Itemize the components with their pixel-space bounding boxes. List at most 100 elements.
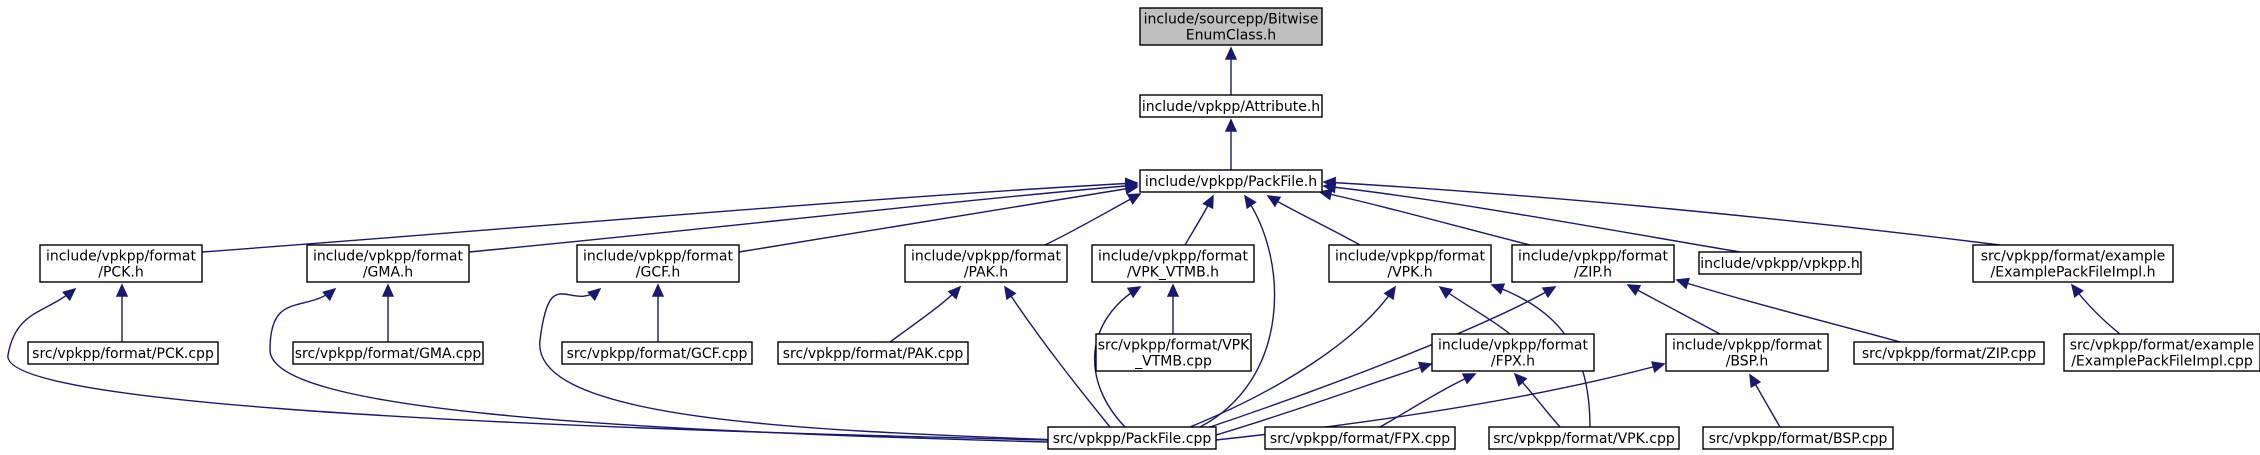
arrowhead xyxy=(381,283,395,297)
node-box xyxy=(2063,333,2260,372)
node-label-line: include/vpkpp/format xyxy=(911,249,1061,265)
arrowhead xyxy=(1418,361,1433,374)
arrowhead xyxy=(1626,284,1642,296)
node-pck-cpp[interactable]: src/vpkpp/format/PCK.cpp xyxy=(27,341,219,365)
node-zip-h[interactable]: include/vpkpp/format/ZIP.h xyxy=(1511,244,1675,283)
arrowhead xyxy=(1541,286,1557,299)
edge-example_h-to-packfile_h xyxy=(1322,176,2001,246)
node-example-cpp[interactable]: src/vpkpp/format/example/ExamplePackFile… xyxy=(2063,333,2260,372)
node-label-line: src/vpkpp/format/BSP.cpp xyxy=(1709,431,1888,447)
node-box xyxy=(1431,333,1595,372)
node-box xyxy=(1139,169,1323,193)
node-label-line: _VTMB.cpp xyxy=(1134,354,1212,370)
edge-packfile_cpp-to-vpkvtmb_h xyxy=(1093,286,1142,428)
node-box xyxy=(904,244,1068,283)
node-example-h[interactable]: src/vpkpp/format/example/ExamplePackFile… xyxy=(1972,244,2174,283)
node-box xyxy=(1095,333,1252,372)
node-vpkvtmb-cpp[interactable]: src/vpkpp/format/VPK_VTMB.cpp xyxy=(1095,333,1252,372)
edge-packfile_cpp-to-packfile_h xyxy=(1199,194,1276,428)
edge-gcf_h-to-packfile_h xyxy=(738,182,1139,253)
arrowhead xyxy=(587,287,602,302)
arrowhead xyxy=(1166,283,1180,297)
edge-vpkvtmb_h-to-packfile_h xyxy=(1184,194,1214,246)
edge-packfile_h-to-attribute xyxy=(1224,118,1238,170)
node-pck-h[interactable]: include/vpkpp/format/PCK.h xyxy=(39,244,203,283)
node-vpkvtmb-h[interactable]: include/vpkpp/format/VPK_VTMB.h xyxy=(1091,244,1255,283)
node-label-line: include/vpkpp/format xyxy=(583,249,733,265)
edge-packfile_cpp-to-gcf_h xyxy=(539,287,1061,441)
node-label-line: include/vpkpp/format xyxy=(1098,249,1248,265)
node-box xyxy=(1853,341,2045,365)
node-fpx-h[interactable]: include/vpkpp/format/FPX.h xyxy=(1431,333,1595,372)
arrowhead xyxy=(1224,46,1238,60)
node-box xyxy=(1264,426,1456,450)
edge-example_cpp-to-example_h xyxy=(2070,283,2121,335)
node-box xyxy=(1328,244,1492,283)
node-gcf-h[interactable]: include/vpkpp/format/GCF.h xyxy=(576,244,740,283)
node-packfile-cpp[interactable]: src/vpkpp/PackFile.cpp xyxy=(1047,426,1217,450)
arrowhead xyxy=(1224,118,1238,132)
node-label-line: src/vpkpp/format/VPK xyxy=(1098,338,1250,354)
node-box xyxy=(1665,333,1829,372)
node-packfile-h[interactable]: include/vpkpp/PackFile.h xyxy=(1139,169,1323,193)
node-label-line: /FPX.h xyxy=(1491,354,1535,370)
node-label-line: /GCF.h xyxy=(636,265,680,281)
arrowhead xyxy=(1322,176,1337,189)
node-gma-h[interactable]: include/vpkpp/format/GMA.h xyxy=(306,244,470,283)
node-pak-cpp[interactable]: src/vpkpp/format/PAK.cpp xyxy=(777,341,969,365)
arrowhead xyxy=(2070,283,2084,298)
node-label-line: include/vpkpp/Attribute.h xyxy=(1142,99,1320,115)
node-label-line: src/vpkpp/format/PCK.cpp xyxy=(32,346,214,362)
node-label-line: src/vpkpp/format/ZIP.cpp xyxy=(1862,346,2036,362)
node-vpk-h[interactable]: include/vpkpp/format/VPK.h xyxy=(1328,244,1492,283)
edge-attribute-to-bitwise xyxy=(1224,46,1238,95)
edge-bsp_h-to-zip_h xyxy=(1626,284,1721,335)
node-label-line: /ZIP.h xyxy=(1574,265,1612,281)
arrowhead xyxy=(322,287,337,302)
node-label-line: include/vpkpp/format xyxy=(46,249,196,265)
arrowhead xyxy=(1004,285,1017,301)
node-label-line: include/vpkpp/format xyxy=(1335,249,1485,265)
edge-vpkpp_h-to-packfile_h xyxy=(1322,181,1741,253)
edge-packfile_cpp-to-vpk_h xyxy=(1189,285,1396,428)
node-label-line: include/vpkpp/format xyxy=(1672,338,1822,354)
node-label-line: /ExamplePackFileImpl.h xyxy=(1991,265,2156,281)
arrowhead xyxy=(1318,188,1333,201)
node-bsp-h[interactable]: include/vpkpp/format/BSP.h xyxy=(1665,333,1829,372)
node-vpk-cpp[interactable]: src/vpkpp/format/VPK.cpp xyxy=(1488,426,1680,450)
edge-pak_cpp-to-pak_h xyxy=(889,285,962,343)
node-box xyxy=(1698,251,1862,275)
node-gma-cpp[interactable]: src/vpkpp/format/GMA.cpp xyxy=(292,341,484,365)
arrowhead xyxy=(1244,194,1257,210)
node-box xyxy=(1047,426,1217,450)
node-gcf-cpp[interactable]: src/vpkpp/format/GCF.cpp xyxy=(561,341,753,365)
edge-gma_cpp-to-gma_h xyxy=(381,283,395,343)
edge-fpx_cpp-to-fpx_h xyxy=(1379,373,1477,428)
node-vpkpp-h[interactable]: include/vpkpp/vpkpp.h xyxy=(1698,251,1862,275)
node-fpx-cpp[interactable]: src/vpkpp/format/FPX.cpp xyxy=(1264,426,1456,450)
node-label-line: include/vpkpp/PackFile.h xyxy=(1145,174,1317,190)
node-label-line: /VPK_VTMB.h xyxy=(1127,265,1219,281)
node-attribute[interactable]: include/vpkpp/Attribute.h xyxy=(1139,94,1323,118)
node-label-line: src/vpkpp/format/GCF.cpp xyxy=(567,346,748,362)
node-box xyxy=(292,341,484,365)
node-box xyxy=(39,244,203,283)
node-label-line: include/vpkpp/vpkpp.h xyxy=(1700,256,1860,272)
node-zip-cpp[interactable]: src/vpkpp/format/ZIP.cpp xyxy=(1853,341,2045,365)
edge-gcf_cpp-to-gcf_h xyxy=(651,283,665,342)
node-box xyxy=(1972,244,2174,283)
edge-vpkvtmb_cpp-to-vpkvtmb_h xyxy=(1166,283,1180,334)
node-label-line: src/vpkpp/format/example xyxy=(2070,338,2255,354)
node-pak-h[interactable]: include/vpkpp/format/PAK.h xyxy=(904,244,1068,283)
arrowhead xyxy=(1461,373,1477,385)
arrowhead xyxy=(1266,195,1282,208)
node-bsp-cpp[interactable]: src/vpkpp/format/BSP.cpp xyxy=(1702,426,1894,450)
node-box xyxy=(561,341,753,365)
node-label-line: include/vpkpp/format xyxy=(313,249,463,265)
arrowhead xyxy=(1513,372,1528,387)
node-label-line: /PCK.h xyxy=(98,265,143,281)
node-label-line: /PAK.h xyxy=(964,265,1008,281)
edge-fpx_h-to-vpk_h xyxy=(1438,285,1511,335)
